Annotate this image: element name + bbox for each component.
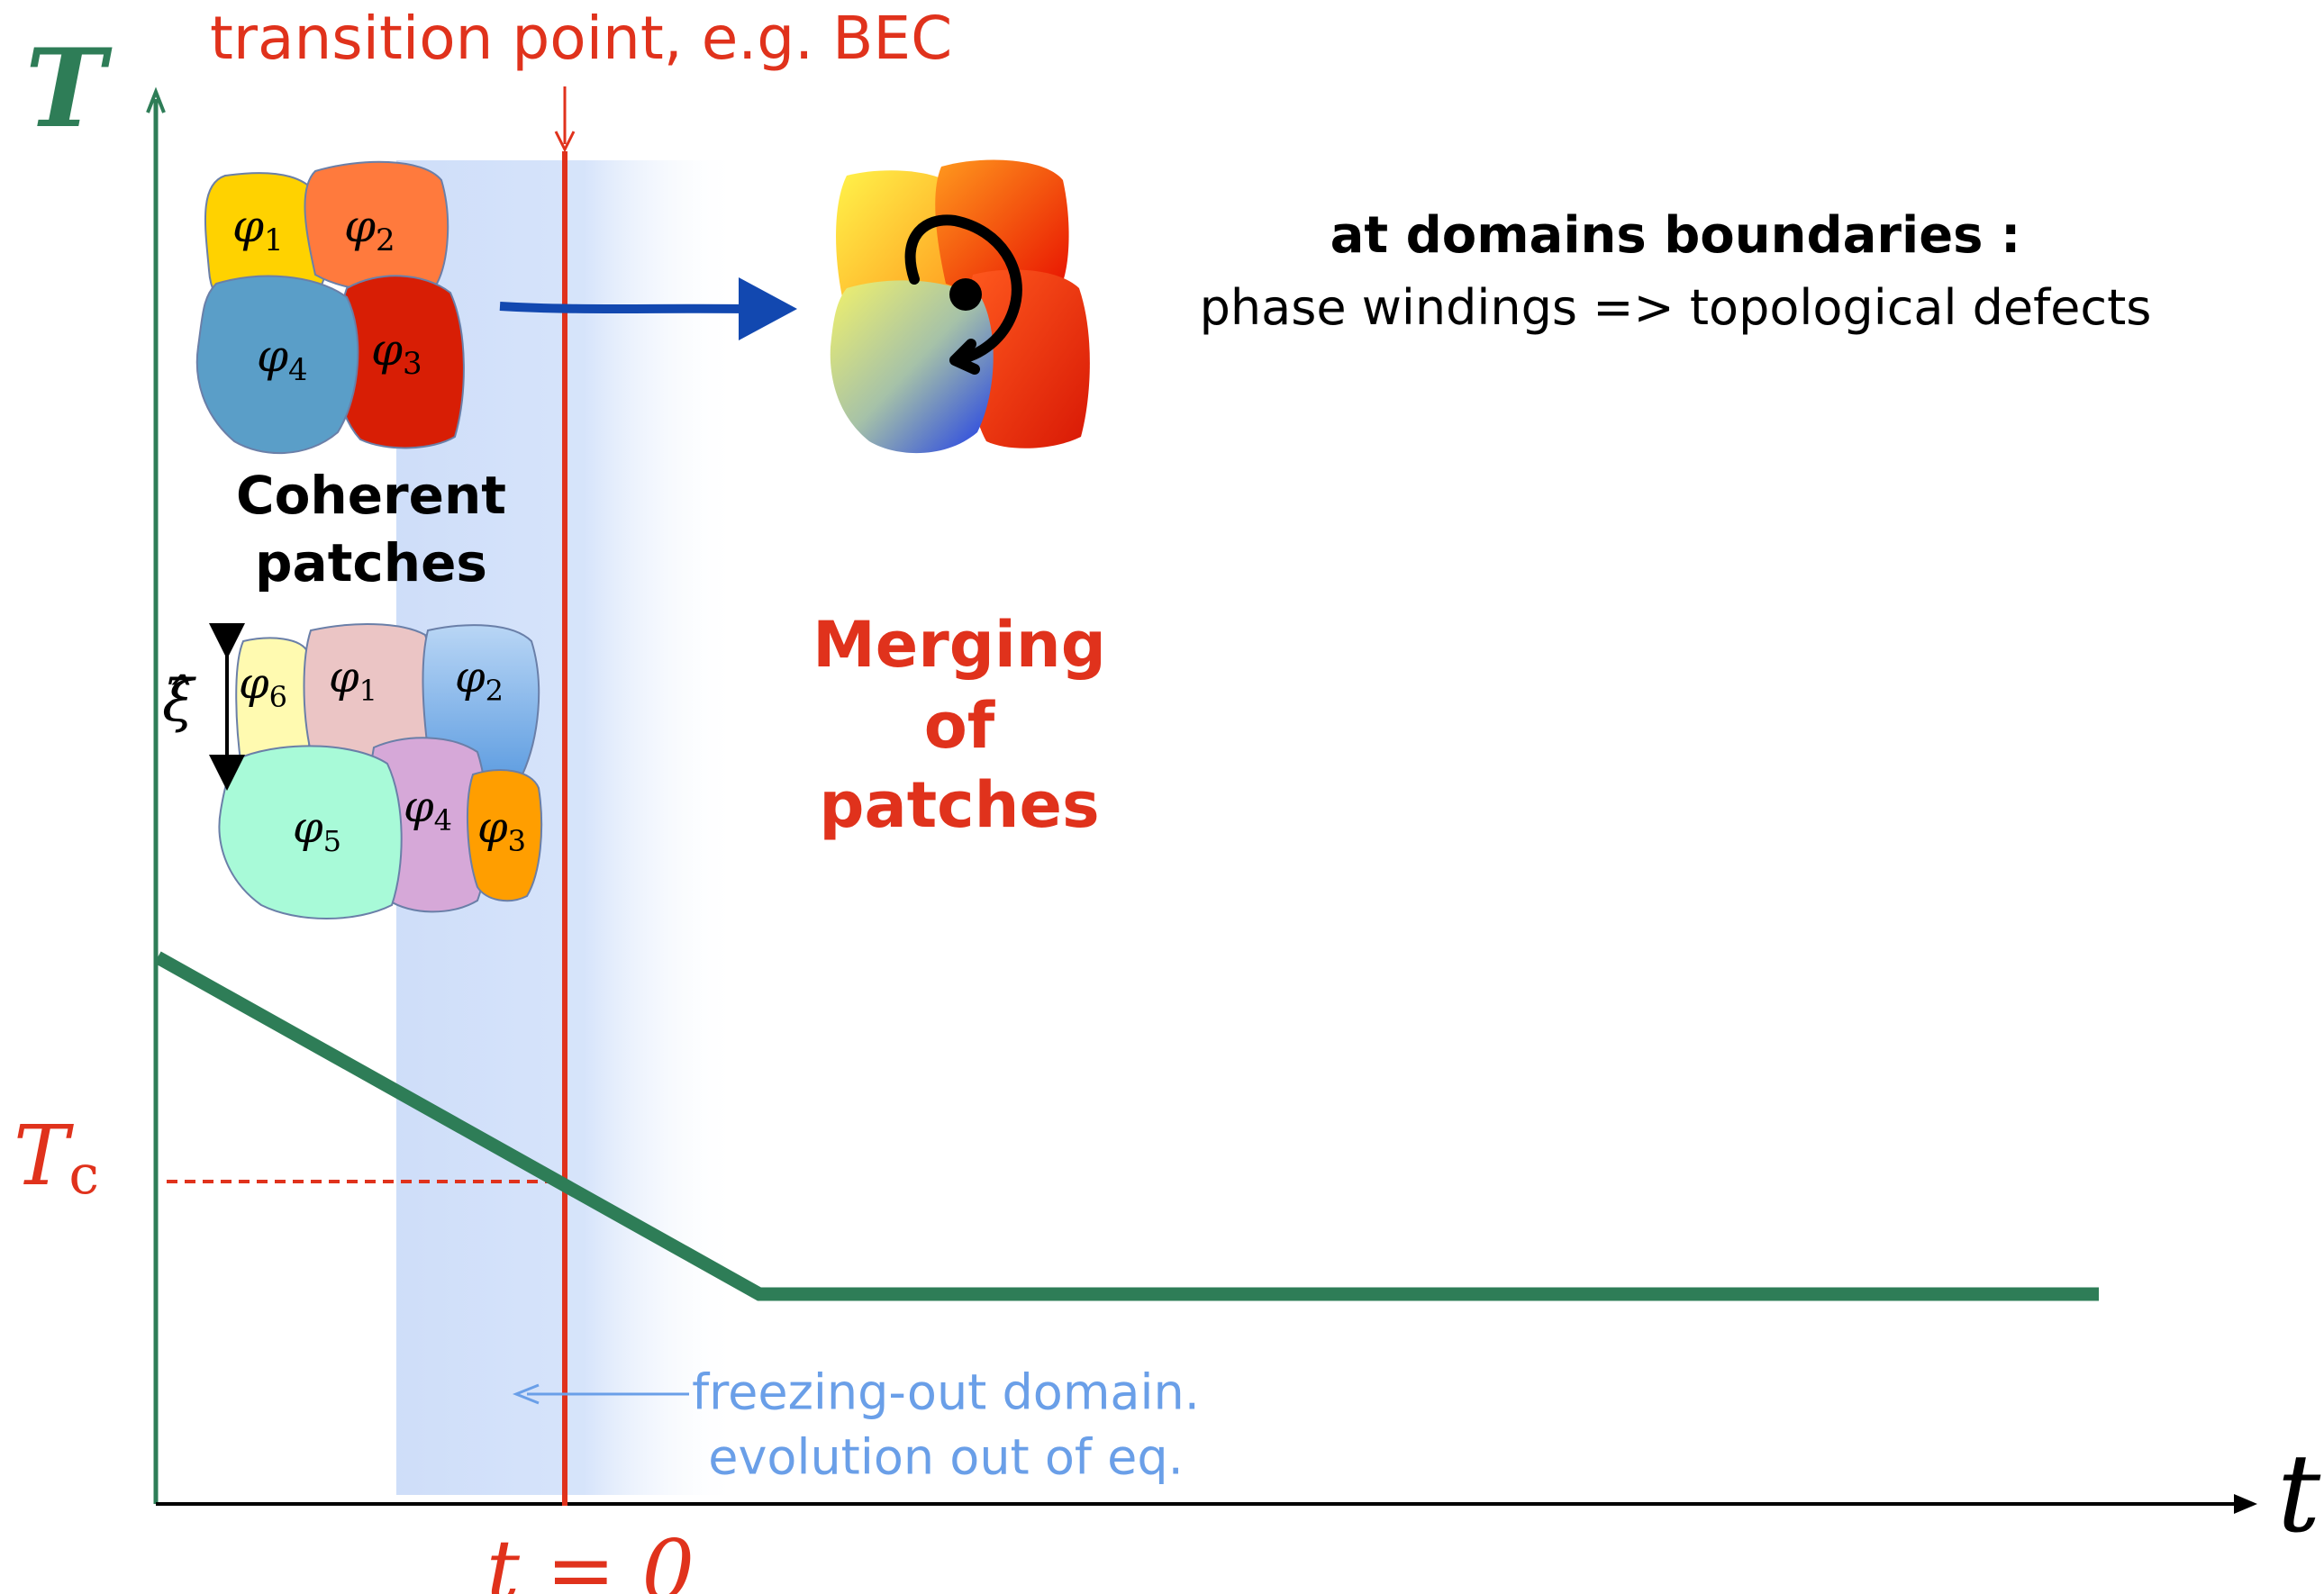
patch-top-label-phi1-sym: φ — [232, 200, 264, 252]
xi-label: ξ̂ — [162, 668, 196, 735]
patch-bottom-label-phi5-sym: φ — [293, 802, 323, 853]
freezing-label-line2: evolution out of eq. — [708, 1429, 1184, 1486]
merging-label-line3: patches — [819, 768, 1099, 842]
patch-top-label-phi4: φ4 — [257, 330, 308, 388]
transition-label: transition point, e.g. BEC — [210, 4, 952, 73]
patch-top-label-phi2-sub: 2 — [376, 222, 395, 258]
x-axis-label: t — [2277, 1432, 2321, 1557]
t0-label: t = 0 — [486, 1522, 694, 1594]
coherent-label-line2: patches — [255, 532, 487, 593]
merging-label-line1: Merging — [812, 608, 1106, 682]
patch-top-label-phi1: φ1 — [232, 200, 284, 258]
patch-bottom-label-phi1: φ1 — [329, 652, 377, 708]
merged-patches — [830, 159, 1090, 454]
patch-bottom-label-phi6-sym: φ — [239, 658, 269, 709]
vortex-core-icon — [949, 278, 982, 311]
patch-top-label-phi3-sub: 3 — [403, 346, 422, 382]
patch-bottom-label-phi3-sym: φ — [477, 802, 508, 853]
tc-label-sub: c — [68, 1144, 99, 1207]
patch-bottom-label-phi1-sym: φ — [329, 652, 359, 702]
coherent-patches-top: φ1 φ2 φ4 φ3 — [195, 160, 465, 455]
patch-bottom-phi5 — [218, 745, 403, 919]
freezing-pointer-head — [512, 1383, 540, 1405]
x-axis-arrowhead — [2234, 1494, 2257, 1514]
patch-top-label-phi4-sym: φ — [257, 330, 288, 382]
y-axis-arrowhead — [146, 86, 166, 113]
patch-bottom-label-phi2-sym: φ — [455, 652, 486, 702]
merging-label-line2: of — [924, 689, 996, 763]
transition-pointer-head — [554, 131, 576, 153]
patch-top-label-phi2-sym: φ — [344, 200, 376, 252]
boundaries-title: at domains boundaries : — [1330, 206, 2021, 265]
phase-winding-icon — [904, 214, 1022, 375]
coherent-label-line1: Coherent — [236, 465, 506, 526]
tc-label-main: T — [14, 1108, 74, 1204]
patch-bottom-label-phi1-sub: 1 — [359, 674, 377, 708]
merged-patch-a — [836, 170, 959, 312]
patch-bottom-label-phi5-sub: 5 — [323, 824, 341, 858]
merged-patch-d — [830, 280, 994, 454]
patch-bottom-label-phi4: φ4 — [404, 782, 452, 838]
freezing-label-line1: freezing-out domain. — [692, 1364, 1200, 1421]
patch-top-label-phi4-sub: 4 — [288, 352, 308, 388]
boundaries-subtitle: phase windings => topological defects — [1200, 279, 2152, 336]
patch-bottom-label-phi2: φ2 — [455, 652, 504, 708]
patch-top-label-phi1-sub: 1 — [264, 222, 284, 258]
patch-bottom-label-phi4-sub: 4 — [434, 803, 452, 838]
patch-top-phi4 — [195, 275, 359, 455]
patch-bottom-label-phi4-sym: φ — [404, 782, 434, 832]
patch-bottom-label-phi3: φ3 — [477, 802, 526, 858]
patch-bottom-label-phi2-sub: 2 — [486, 674, 504, 708]
patch-bottom-label-phi6-sub: 6 — [269, 680, 287, 714]
patch-top-label-phi3-sym: φ — [371, 323, 403, 376]
merge-arrow-shaft — [499, 302, 749, 313]
patch-top-label-phi3: φ3 — [371, 323, 422, 382]
tc-label: Tc — [14, 1108, 99, 1207]
y-axis-label: T — [25, 25, 113, 152]
temperature-curve — [154, 951, 2099, 1301]
merge-arrow-head — [739, 277, 797, 340]
patch-top-label-phi2: φ2 — [344, 200, 395, 258]
patch-bottom-label-phi5: φ5 — [293, 802, 341, 858]
axes — [146, 86, 2257, 1514]
patch-bottom-label-phi3-sub: 3 — [508, 824, 526, 858]
merged-patch-c — [966, 269, 1090, 448]
coherent-patches-bottom: φ6 φ1 φ2 φ5 φ4 φ3 — [218, 623, 543, 919]
merge-arrow — [499, 277, 797, 340]
patch-bottom-phi3 — [466, 769, 543, 902]
merged-patch-b — [935, 159, 1069, 294]
